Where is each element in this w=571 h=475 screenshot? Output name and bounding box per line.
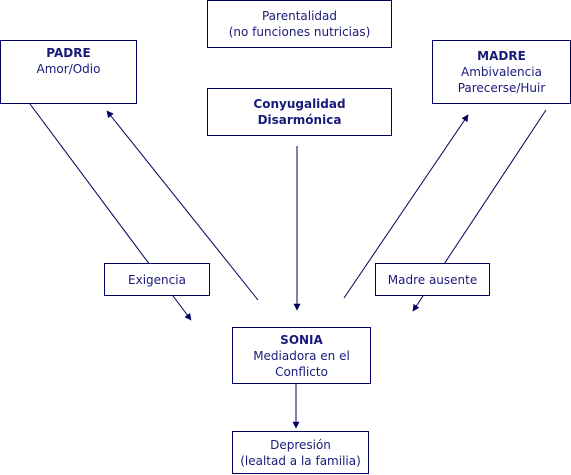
node-sonia: SONIA Mediadora en el Conflicto	[232, 327, 371, 384]
depresion-line2: (lealtad a la familia)	[240, 453, 361, 468]
padre-title: PADRE	[46, 46, 91, 60]
padre-line1: Amor/Odio	[36, 62, 101, 76]
conyugalidad-title1: Conyugalidad	[253, 97, 346, 111]
node-madre-ausente: Madre ausente	[375, 263, 490, 296]
sonia-line2: Conflicto	[275, 364, 328, 379]
parentalidad-line2: (no funciones nutricias)	[228, 25, 371, 39]
madre-title: MADRE	[477, 49, 526, 63]
madre-line2: Parecerse/Huir	[457, 81, 546, 95]
node-madre: MADRE Ambivalencia Parecerse/Huir	[432, 40, 571, 104]
node-parentalidad: Parentalidad (no funciones nutricias)	[207, 0, 392, 48]
node-exigencia: Exigencia	[104, 263, 210, 296]
sonia-line1: Mediadora en el	[253, 348, 350, 363]
conyugalidad-title2: Disarmónica	[257, 113, 342, 127]
depresion-line1: Depresión	[270, 437, 331, 452]
madre-line1: Ambivalencia	[461, 65, 542, 79]
node-depresion: Depresión (lealtad a la familia)	[232, 431, 369, 474]
arrow-sonia-to-padre	[106, 110, 259, 301]
arrow-sonia-to-madre	[343, 114, 469, 299]
node-padre: PADRE Amor/Odio	[0, 40, 137, 104]
exigencia-label: Exigencia	[128, 272, 186, 287]
sonia-title: SONIA	[280, 332, 323, 347]
madre-ausente-label: Madre ausente	[387, 272, 478, 287]
parentalidad-line1: Parentalidad	[261, 9, 338, 23]
node-conyugalidad: Conyugalidad Disarmónica	[207, 88, 392, 136]
